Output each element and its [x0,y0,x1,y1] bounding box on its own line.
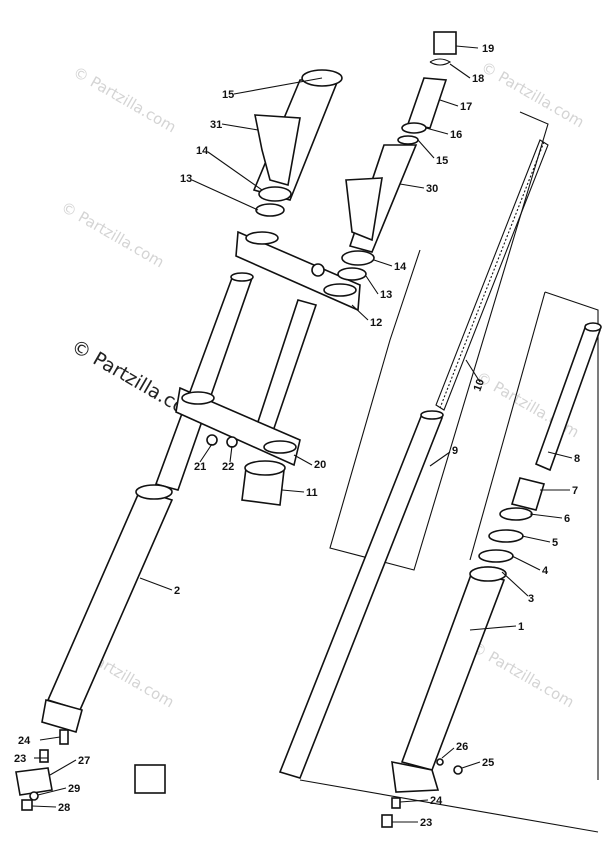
washer-14 [341,250,375,266]
headlight-bracket-30 [345,177,383,242]
ring-6 [499,507,533,521]
watermark-text: © Partzilla.com [70,63,179,136]
callout-20: 20 [314,459,326,471]
callout-29: 29 [68,783,80,795]
nut-28 [21,799,33,811]
headlight-bracket-31 [254,114,301,187]
watermark-text: © Partzilla.com [468,638,577,711]
callout-2: 2 [174,585,180,597]
spring-18 [429,58,452,66]
callout-9: 9 [452,445,458,457]
callout-11: 11 [306,487,318,499]
steering-stem [253,299,318,442]
cap-bolt-19 [433,31,457,55]
stud-24 [391,797,401,809]
stem-nut [311,263,325,277]
inner-tube-left [154,277,254,491]
axle-holder [41,698,83,733]
callout-12: 12 [370,317,382,329]
washer-13 [255,203,285,217]
callout-27: 27 [78,755,90,767]
left-fork-assembly [15,69,361,811]
damper-rod-top [584,322,602,332]
callout-14: 14 [394,261,407,273]
callout-14: 14 [196,145,209,157]
callout-labels: 19 18 17 16 15 30 14 13 12 15 31 14 13 1… [14,43,580,829]
washer-29 [29,791,39,801]
ring-4 [478,549,514,563]
callout-25: 25 [482,757,494,769]
watermark-layer: © Partzilla.com © Partzilla.com © Partzi… [58,58,587,711]
damper-rod-8 [534,323,602,472]
watermark-text: © Partzilla.com [58,198,167,271]
callout-26: 26 [456,741,468,753]
nut-23 [39,749,49,763]
washer-13 [337,267,367,281]
washer-26 [436,758,444,766]
bracket-hole [245,231,279,245]
callout-28: 28 [58,802,70,814]
callout-3: 3 [528,593,534,605]
callout-31: 31 [210,119,222,131]
callout-21: 21 [194,461,206,473]
callout-17: 17 [460,101,472,113]
bracket-hole [323,283,357,297]
callout-16: 16 [450,129,462,141]
bolt-21 [206,434,218,446]
callout-23: 23 [420,817,432,829]
callout-6: 6 [564,513,570,525]
callout-10: 10 [472,377,487,393]
callout-18: 18 [472,73,484,85]
callout-7: 7 [572,485,578,497]
callout-24: 24 [18,735,31,747]
stud-24 [59,729,69,745]
outer-tube-1-top [469,566,507,582]
axle-cap-27 [15,767,53,796]
callout-22: 22 [222,461,234,473]
outer-tube-1 [400,571,506,771]
callout-30: 30 [426,183,438,195]
spring-coil [439,141,545,409]
ring-16 [401,122,427,134]
ring-15 [397,135,419,145]
callout-8: 8 [574,453,580,465]
nut-23 [381,814,393,828]
callout-19: 19 [482,43,494,55]
watermark-text: © Partzilla.com [478,58,587,131]
callout-15: 15 [222,89,234,101]
callout-4: 4 [542,565,549,577]
bracket-hole [181,391,215,405]
leader-lines [31,45,573,823]
reflector [134,764,166,794]
callout-23: 23 [14,753,26,765]
callout-15: 15 [436,155,448,167]
fork-spring-10 [435,139,549,411]
dust-cover-top [244,460,286,476]
callout-1: 1 [518,621,524,633]
ring-5 [488,529,524,543]
callout-13: 13 [380,289,392,301]
axle-holder-right [391,760,440,793]
outer-tube-top [135,484,173,500]
nut-25 [453,765,463,775]
washer-22 [226,436,238,448]
spacer-17 [406,77,448,129]
inner-tube-9-top [420,410,444,420]
bracket-hole [263,440,297,454]
callout-5: 5 [552,537,558,549]
callout-24: 24 [430,795,443,807]
piston-7 [510,477,546,511]
washer-14 [258,186,292,202]
right-fork-assembly [278,31,602,828]
inner-tube-top [230,272,254,282]
callout-13: 13 [180,173,192,185]
